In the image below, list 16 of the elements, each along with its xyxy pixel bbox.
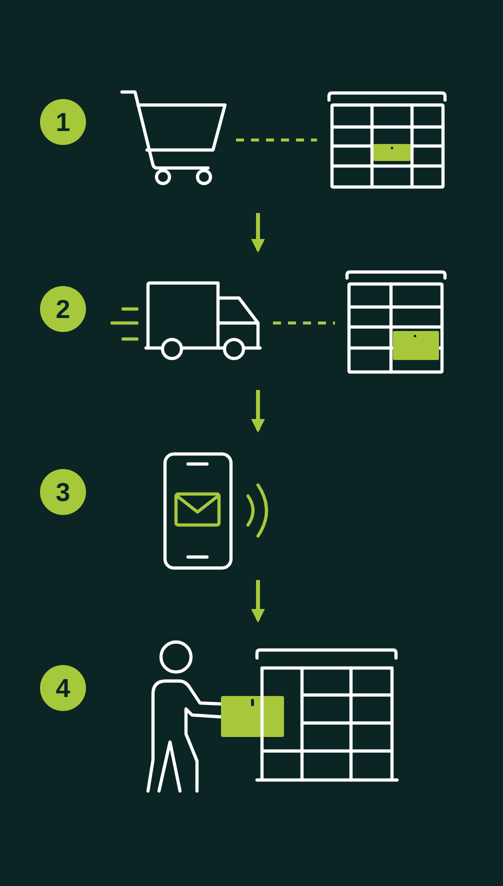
- step-number: 1: [40, 99, 86, 145]
- person-carrying-parcel-icon: [145, 640, 286, 794]
- arrow: [251, 213, 265, 253]
- smartphone-icon: [163, 452, 271, 570]
- dashed-line: [236, 138, 317, 142]
- step-number: 3: [40, 469, 86, 515]
- parcel-locker-icon: [255, 648, 399, 783]
- delivery-truck-icon: [108, 280, 263, 362]
- dashed-line: [273, 322, 335, 324]
- step-number: 4: [40, 665, 86, 711]
- arrow: [251, 580, 265, 623]
- parcel-locker-icon: [327, 90, 448, 190]
- step-number: 2: [40, 286, 86, 332]
- shopping-cart-icon: [120, 88, 228, 186]
- parcel-locker-icon: [345, 268, 447, 374]
- arrow: [251, 390, 265, 433]
